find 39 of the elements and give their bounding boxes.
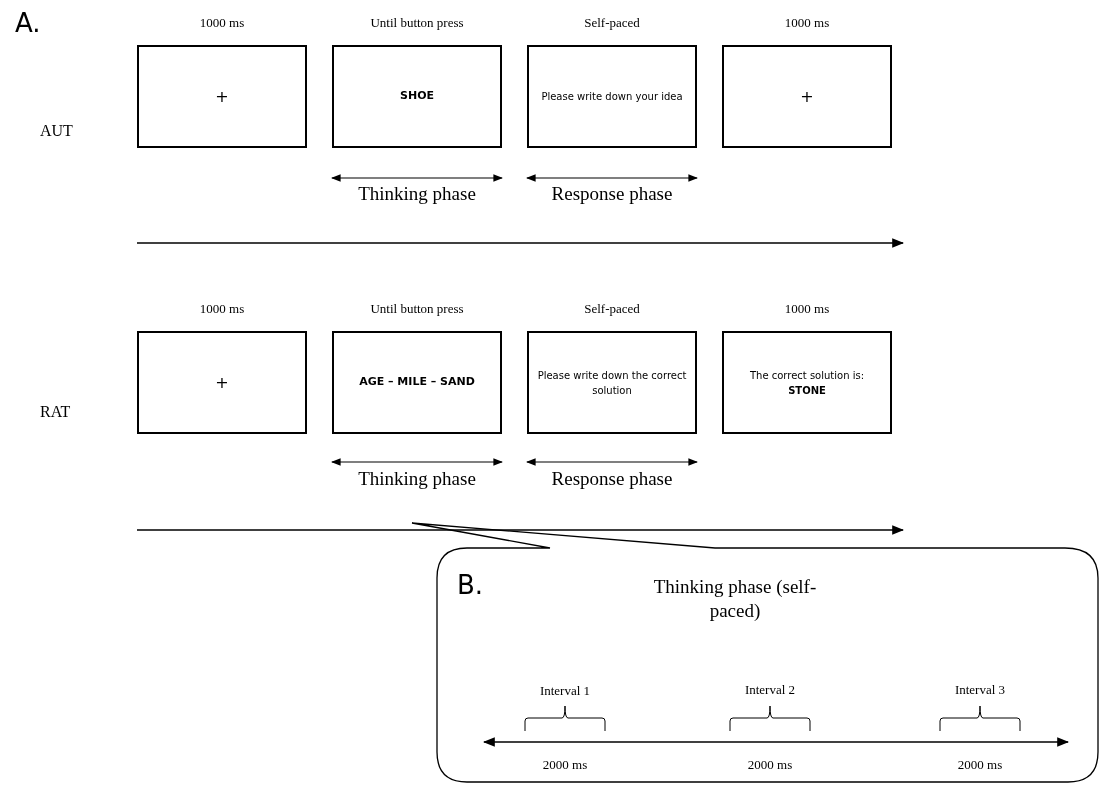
interval-label: Interval 3 [953,682,1007,698]
phase-label: Thinking phase [357,468,477,490]
duration-label: 1000 ms [198,15,246,31]
duration-label: Until button press [369,301,465,317]
duration-label: Until button press [369,15,465,31]
screen-box [137,331,307,434]
stimulus-text: AGE – MILE – SAND [358,374,476,391]
duration-label: 2000 ms [746,757,794,773]
panel-letter: A. [15,8,41,38]
duration-label: 1000 ms [783,15,831,31]
stimulus-text: SHOE [399,88,435,105]
fixation-cross: + [214,85,230,108]
condition-label: AUT [40,122,73,140]
stimulus-text: Please write down your idea [540,90,684,104]
duration-label: Self-paced [583,15,641,31]
fixation-cross: + [799,85,815,108]
stimulus-text: Please write down the correct solution [537,368,687,398]
interval-label: Interval 2 [743,682,797,698]
phase-label: Response phase [550,468,674,490]
fixation-cross: + [214,371,230,394]
duration-label: 1000 ms [783,301,831,317]
screen-box [332,331,502,434]
phase-label: Response phase [550,183,674,205]
screen-box [722,331,892,434]
screen-box [332,45,502,148]
stimulus-text: The correct solution is: STONE [748,368,866,398]
screen-box [722,45,892,148]
panel-title: Thinking phase (self-paced) [652,575,818,623]
screen-box [527,45,697,148]
panel-letter: B. [457,570,484,600]
screen-box [527,331,697,434]
duration-label: 2000 ms [541,757,589,773]
duration-label: Self-paced [583,301,641,317]
duration-label: 1000 ms [198,301,246,317]
condition-label: RAT [40,403,71,421]
duration-label: 2000 ms [956,757,1004,773]
interval-label: Interval 1 [538,683,592,699]
screen-box [137,45,307,148]
phase-label: Thinking phase [357,183,477,205]
